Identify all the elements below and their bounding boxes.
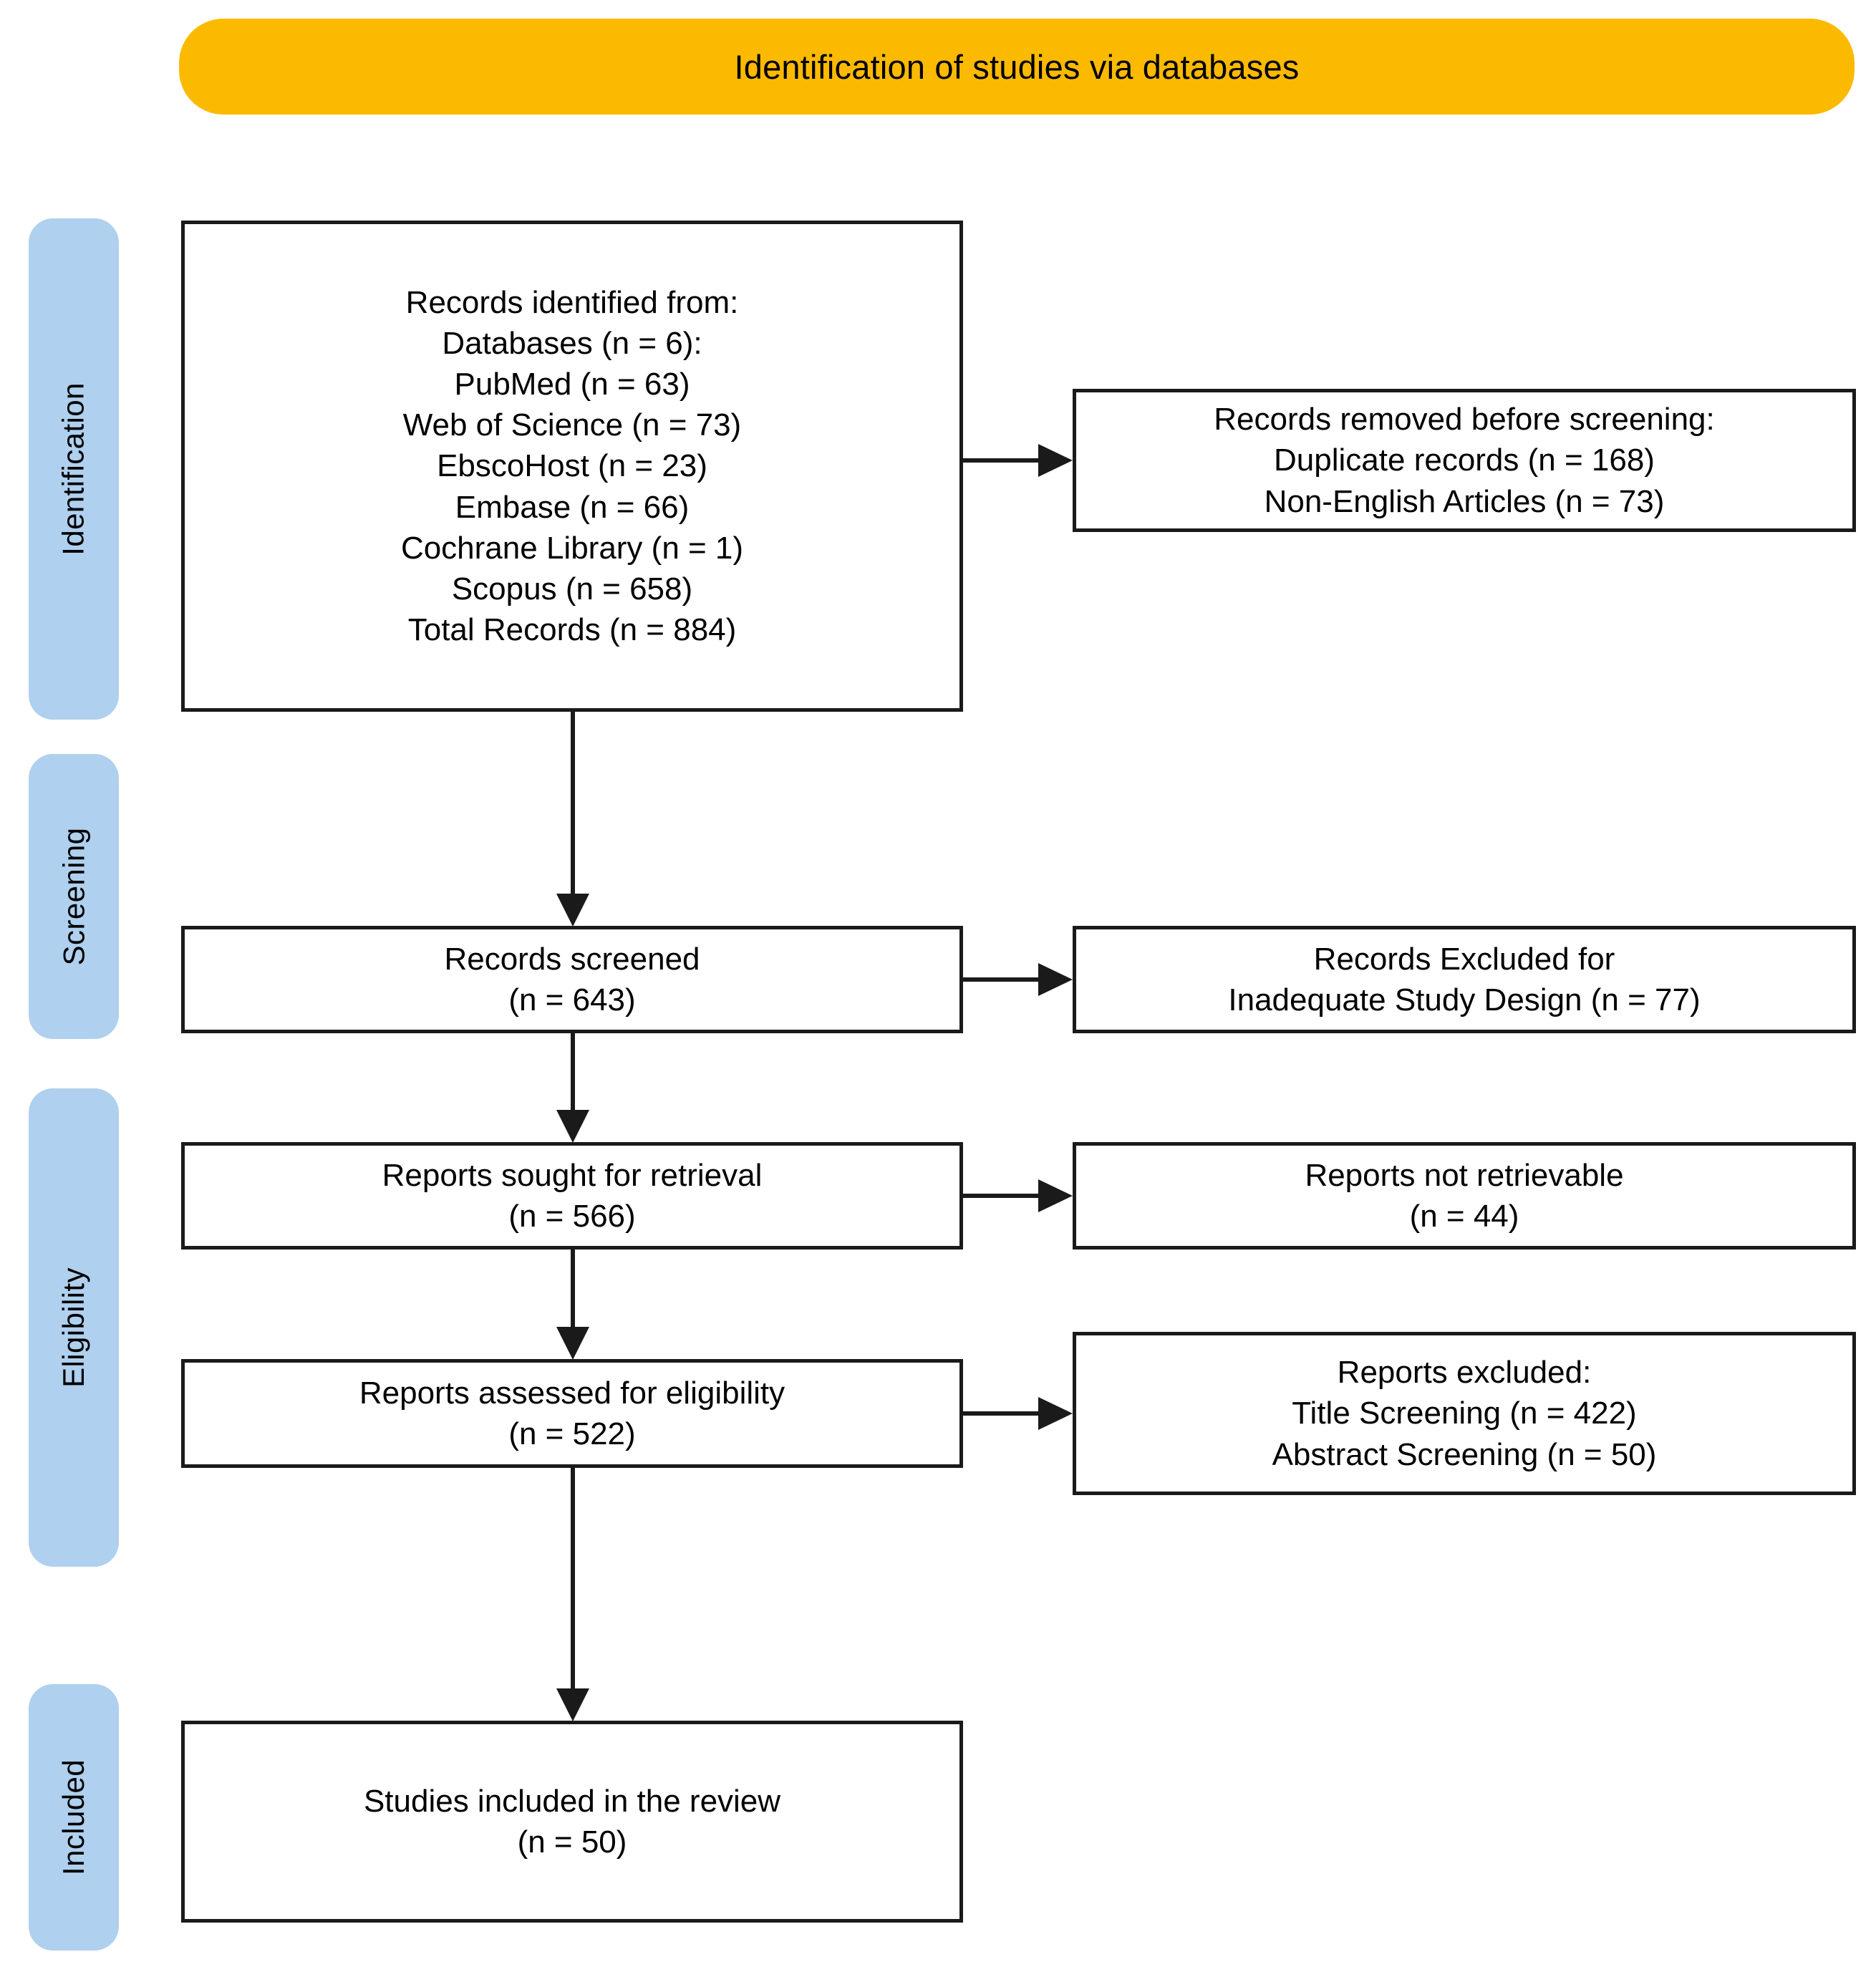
box-line: Total Records (n = 884) <box>407 612 737 648</box>
box-reports-sought: Reports sought for retrieval (n = 566) <box>181 1142 963 1249</box>
box-line: Reports assessed for eligibility <box>359 1375 785 1411</box>
box-records-identified: Records identified from: Databases (n = … <box>181 221 963 712</box>
stage-label-included-text: Included <box>57 1759 90 1875</box>
connector-identified-to-screened <box>571 712 575 896</box>
box-records-screened: Records screened (n = 643) <box>181 926 963 1033</box>
box-reports-not-retrievable: Reports not retrievable (n = 44) <box>1073 1142 1856 1249</box>
box-line: Databases (n = 6): <box>442 325 702 361</box>
box-line: Cochrane Library (n = 1) <box>400 530 744 566</box>
box-line: Scopus (n = 658) <box>451 571 693 606</box>
box-line: Inadequate Study Design (n = 77) <box>1228 982 1701 1017</box>
arrowhead-down-icon <box>556 1327 589 1360</box>
arrowhead-down-icon <box>556 1688 589 1721</box>
connector-identified-to-removed <box>963 458 1040 463</box>
arrowhead-right-icon <box>1038 963 1073 996</box>
stage-label-identification-text: Identification <box>57 382 91 556</box>
stage-label-included: Included <box>29 1684 119 1951</box>
box-reports-excluded: Reports excluded: Title Screening (n = 4… <box>1073 1332 1856 1495</box>
connector-assessed-to-excluded <box>963 1411 1040 1416</box>
box-line: Title Screening (n = 422) <box>1292 1396 1637 1431</box>
box-line: (n = 566) <box>508 1199 636 1234</box>
box-line: Records screened <box>444 941 700 977</box>
stage-label-eligibility-text: Eligibility <box>57 1267 91 1388</box>
box-line: EbscoHost (n = 23) <box>437 448 707 484</box>
connector-sought-to-assessed <box>571 1249 575 1328</box>
connector-sought-to-not-retrievable <box>963 1194 1040 1198</box>
box-line: (n = 50) <box>517 1824 627 1860</box>
stage-label-screening-text: Screening <box>57 827 91 966</box>
diagram-header-banner: Identification of studies via databases <box>179 19 1855 115</box>
arrowhead-right-icon <box>1038 1179 1073 1212</box>
box-records-removed: Records removed before screening: Duplic… <box>1073 389 1856 532</box>
box-line: Reports excluded: <box>1337 1355 1592 1391</box>
box-line: Records identified from: <box>405 284 739 320</box>
stage-label-eligibility: Eligibility <box>29 1088 119 1567</box>
box-line: (n = 44) <box>1409 1199 1519 1234</box>
box-reports-assessed: Reports assessed for eligibility (n = 52… <box>181 1359 963 1468</box>
arrowhead-right-icon <box>1038 1397 1073 1430</box>
box-line: PubMed (n = 63) <box>454 367 690 402</box>
box-line: Duplicate records (n = 168) <box>1274 443 1655 478</box>
box-line: (n = 522) <box>508 1416 636 1451</box>
arrowhead-down-icon <box>556 894 589 927</box>
box-line: Embase (n = 66) <box>455 489 690 525</box>
page-title: Identification of studies via databases <box>734 47 1300 86</box>
connector-screened-to-excluded <box>963 977 1040 982</box>
arrowhead-down-icon <box>556 1110 589 1143</box>
stage-label-identification: Identification <box>29 218 119 720</box>
box-records-excluded-design: Records Excluded for Inadequate Study De… <box>1073 926 1856 1033</box>
box-line: Abstract Screening (n = 50) <box>1272 1436 1657 1472</box>
box-line: (n = 643) <box>508 982 636 1017</box>
box-line: Non-English Articles (n = 73) <box>1264 483 1665 519</box>
box-line: Records Excluded for <box>1313 941 1615 977</box>
box-line: Web of Science (n = 73) <box>402 407 742 443</box>
stage-label-screening: Screening <box>29 754 119 1039</box>
connector-assessed-to-included <box>571 1468 575 1690</box>
box-line: Reports sought for retrieval <box>382 1157 763 1193</box>
box-line: Records removed before screening: <box>1214 402 1715 438</box>
box-line: Studies included in the review <box>363 1783 781 1819</box>
box-line: Reports not retrievable <box>1305 1157 1624 1193</box>
box-studies-included: Studies included in the review (n = 50) <box>181 1721 963 1923</box>
connector-screened-to-sought <box>571 1033 575 1112</box>
arrowhead-right-icon <box>1038 444 1073 477</box>
